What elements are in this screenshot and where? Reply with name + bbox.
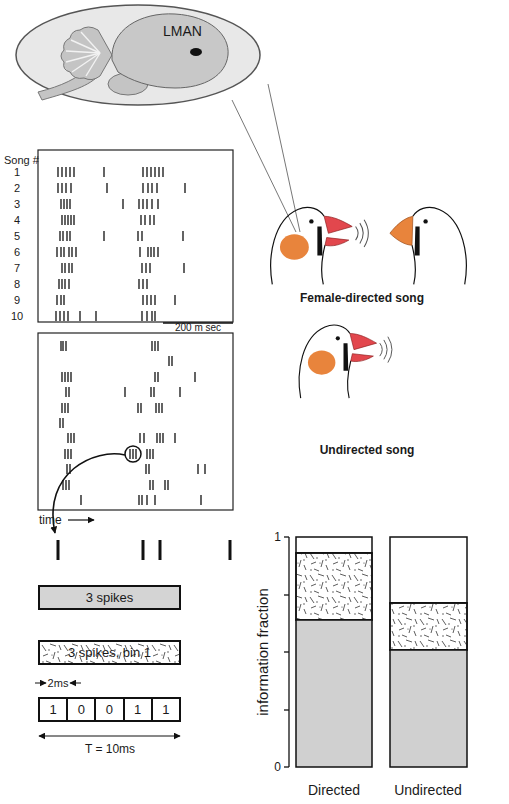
highlight-circle <box>125 446 141 462</box>
bit-cell: 0 <box>94 697 124 722</box>
tick-label: 0 <box>274 761 281 773</box>
box-text: 1 <box>134 703 141 716</box>
stacked-bar <box>296 537 372 767</box>
bit-cell: 1 <box>123 697 153 722</box>
zoom-arrow <box>53 454 125 533</box>
row-number: 9 <box>14 295 20 306</box>
spike-raster <box>56 167 185 321</box>
axis-title: information fraction <box>255 588 270 716</box>
row-number: 6 <box>14 247 20 258</box>
spike-train <box>58 540 230 560</box>
raster-box <box>38 150 233 322</box>
row-number: 3 <box>14 199 20 210</box>
axis-ticks <box>284 537 289 767</box>
bar-label: Undirected <box>394 783 462 797</box>
axis-title: Song # <box>4 155 39 166</box>
bin-label: 2ms <box>48 678 69 689</box>
box-text: 3 spikes <box>86 591 134 604</box>
spike-raster <box>60 341 205 505</box>
bit-cell: 1 <box>38 697 68 722</box>
bit-cell: 0 <box>66 697 96 722</box>
window-label: T = 10ms <box>85 743 135 755</box>
condition-label: Female-directed song <box>300 292 424 304</box>
tick-label: 1 <box>274 531 281 543</box>
box-text: 3 spikes, bin 1 <box>68 646 151 659</box>
time-arrow <box>68 519 94 520</box>
brain-illustration <box>38 14 228 100</box>
raster-box <box>38 333 233 510</box>
hatched-legend-box: 3 spikes, bin 1 <box>38 640 181 665</box>
row-number: 4 <box>14 215 20 226</box>
undirected-finch <box>299 325 392 398</box>
bin-arrow <box>70 683 81 684</box>
bin-arrow <box>35 683 46 684</box>
stacked-bar <box>390 537 467 767</box>
box-text: 1 <box>49 703 56 716</box>
row-number: 10 <box>11 311 23 322</box>
box-text: 0 <box>106 703 113 716</box>
callout-oval <box>16 5 260 105</box>
row-number: 8 <box>14 279 20 290</box>
cerebellar-folia <box>66 32 100 76</box>
region-label: LMAN <box>163 24 202 38</box>
forebrain <box>112 14 228 88</box>
zoom-line <box>268 84 300 232</box>
zoom-line <box>232 100 296 232</box>
row-number: 5 <box>14 231 20 242</box>
cerebellum <box>61 27 112 80</box>
male-finch <box>271 207 369 284</box>
window-arrow <box>39 736 180 737</box>
hatch-fill <box>40 642 179 663</box>
box-text: 1 <box>162 703 169 716</box>
box-text: 0 <box>78 703 85 716</box>
lman-nucleus <box>190 48 202 56</box>
row-number: 1 <box>14 167 20 178</box>
row-number: 7 <box>14 263 20 274</box>
row-number: 2 <box>14 183 20 194</box>
scale-label: 200 m sec <box>175 323 221 333</box>
time-label: time <box>39 514 62 526</box>
bit-cell: 1 <box>151 697 181 722</box>
female-finch <box>390 207 466 284</box>
gray-legend-box: 3 spikes <box>38 585 181 610</box>
condition-label: Undirected song <box>320 444 415 456</box>
bar-label: Directed <box>308 783 360 797</box>
